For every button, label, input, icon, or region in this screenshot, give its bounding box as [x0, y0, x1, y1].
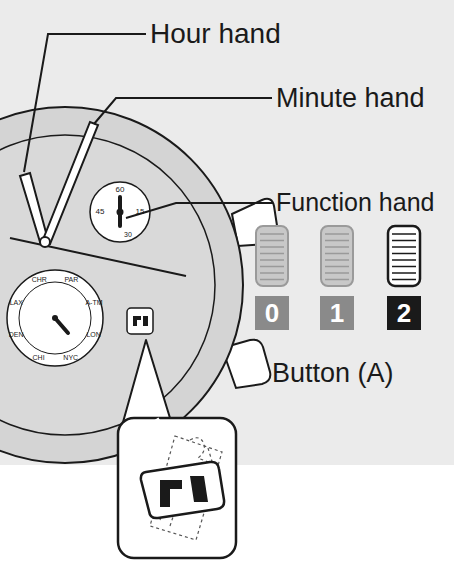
leader-line	[24, 34, 146, 172]
date-digits	[133, 316, 148, 326]
center-pivot	[40, 237, 50, 247]
city-code: A-TM	[85, 299, 102, 306]
leader-line	[126, 203, 273, 218]
position-number-box: 2	[387, 296, 421, 330]
position-number-box: 0	[255, 296, 289, 330]
crown-position-number: 1	[330, 300, 344, 326]
pivot	[117, 209, 124, 216]
city-code: DEN	[9, 330, 24, 337]
city-code: LON	[86, 331, 100, 338]
subdial-number: 30	[124, 231, 132, 238]
subdial-number: 15	[136, 208, 145, 216]
subdial-number: 60	[116, 186, 125, 194]
part-name: Minute hand	[276, 85, 425, 112]
seconds-hand	[10, 238, 186, 276]
world-time-dial	[7, 270, 103, 366]
date-window	[127, 308, 153, 334]
part-name: Button (A)	[272, 360, 394, 387]
date-disc-detail	[141, 436, 224, 540]
part-name: Function hand	[276, 190, 434, 215]
crown-position-icons	[256, 226, 420, 286]
city-code: PAR	[64, 276, 78, 283]
position-number-box: 1	[320, 296, 354, 330]
magnifier-box	[118, 418, 236, 558]
city-code: CHR	[32, 276, 47, 283]
function-subdial	[90, 182, 150, 242]
pivot	[52, 315, 58, 321]
hour-hand	[20, 173, 48, 242]
pointer-join	[126, 420, 160, 442]
city-code: CHI	[33, 353, 45, 360]
crown-position-number: 2	[397, 300, 411, 326]
crown-position-number: 0	[265, 300, 279, 326]
watch-dial	[0, 135, 215, 435]
leader-line	[94, 98, 272, 124]
subdial-number: 45	[96, 208, 105, 216]
world-time-inner	[19, 282, 91, 354]
watch-case	[0, 107, 243, 463]
city-code: NYC	[63, 353, 78, 360]
minute-hand	[42, 122, 98, 244]
city-code: LAX	[10, 298, 23, 305]
part-name: Hour hand	[150, 20, 281, 48]
